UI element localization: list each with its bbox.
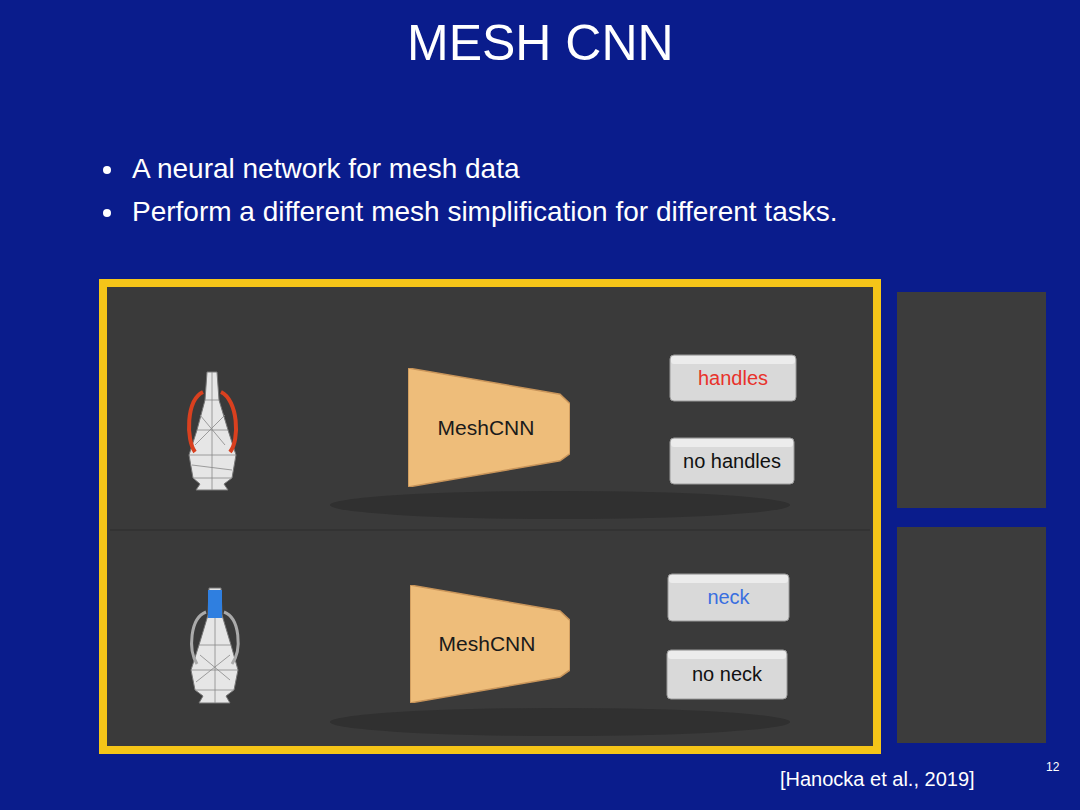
side-panel — [897, 527, 1046, 743]
bullet-text: A neural network for mesh data — [132, 153, 520, 185]
vase-mesh — [189, 372, 236, 490]
shadow — [330, 708, 790, 736]
network-block: MeshCNN — [410, 585, 570, 703]
figure-panel — [103, 283, 877, 750]
class-label-box: no handles — [669, 437, 795, 485]
class-label-box: no neck — [666, 649, 788, 700]
class-label: no neck — [692, 663, 762, 686]
shadow — [330, 491, 790, 519]
network-name: MeshCNN — [438, 416, 535, 440]
vase-mesh — [191, 588, 238, 703]
class-label: no handles — [683, 450, 781, 473]
bullet-dot — [103, 166, 111, 174]
bullet-dot — [103, 209, 111, 217]
bullet-text: Perform a different mesh simplification … — [132, 196, 837, 228]
citation-caption: [Hanocka et al., 2019] — [780, 768, 975, 791]
class-label-box: handles — [669, 354, 797, 402]
network-name: MeshCNN — [439, 632, 536, 656]
class-label: handles — [698, 367, 768, 390]
class-label-box: neck — [667, 573, 790, 622]
page-number: 12 — [1046, 760, 1059, 774]
side-panel — [897, 292, 1046, 508]
network-block: MeshCNN — [408, 368, 570, 487]
panel-divider — [110, 529, 870, 531]
class-label: neck — [707, 586, 749, 609]
slide-title: MESH CNN — [407, 14, 674, 72]
